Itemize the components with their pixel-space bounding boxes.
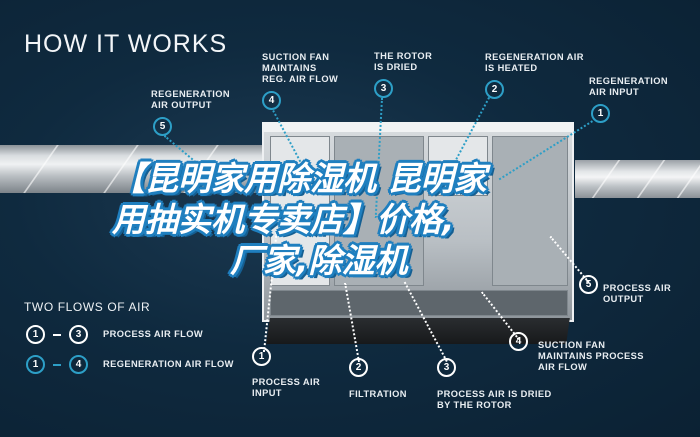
callout-label-suction-fan-reg: SUCTION FAN MAINTAINS REG. AIR FLOW: [262, 52, 339, 84]
callout-number-5-top: 5: [153, 117, 172, 136]
overlay-line-2: 用抽实机专卖店】价格,: [112, 200, 455, 239]
overlay-title: 【昆明家用除湿机 昆明家 用抽实机专卖店】价格, 厂家,除湿机: [112, 158, 672, 281]
lower-chamber: [270, 290, 568, 316]
callout-number-5-bottom: 5: [579, 275, 598, 294]
callout-number-4-top: 4: [262, 91, 281, 110]
callout-number-4-bottom: 4: [509, 332, 528, 351]
legend-to-number: 3: [69, 325, 88, 344]
legend-from-number: 1: [26, 325, 45, 344]
left-air-duct: [0, 145, 280, 193]
callout-number-2-top: 2: [485, 80, 504, 99]
dehumidifier-unit: [262, 122, 574, 322]
legend-row-regeneration-air-flow: 1 4 REGENERATION AIR FLOW: [26, 355, 234, 374]
legend-from-number: 1: [26, 355, 45, 374]
filter-section: [492, 136, 568, 286]
callout-label-process-air-input: PROCESS AIR INPUT: [252, 377, 321, 398]
callout-label-regeneration-air-heated: REGENERATION AIR IS HEATED: [485, 52, 584, 73]
legend-label: PROCESS AIR FLOW: [103, 329, 204, 339]
callout-label-process-air-dried: PROCESS AIR IS DRIED BY THE ROTOR: [437, 389, 552, 410]
overlay-line-1: 【昆明家用除湿机 昆明家: [112, 159, 487, 198]
callout-label-suction-fan-process: SUCTION FAN MAINTAINS PROCESS AIR FLOW: [538, 340, 644, 372]
callout-number-3-bottom: 3: [437, 358, 456, 377]
callout-label-filtration: FILTRATION: [349, 389, 407, 399]
callout-label-regeneration-air-input: REGENERATION AIR INPUT: [589, 76, 669, 97]
heater-section: [428, 136, 488, 196]
callout-label-process-air-output: PROCESS AIR OUTPUT: [603, 283, 672, 304]
rotor-section: [334, 136, 424, 286]
legend-title: TWO FLOWS OF AIR: [24, 300, 151, 314]
legend-label: REGENERATION AIR FLOW: [103, 359, 234, 369]
callout-number-2-bottom: 2: [349, 358, 368, 377]
right-air-duct: [575, 160, 700, 198]
callout-label-rotor-dried: THE ROTOR IS DRIED: [374, 51, 433, 72]
callout-label-regeneration-air-output: REGENERATION AIR OUTPUT: [151, 89, 231, 110]
legend-to-number: 4: [69, 355, 88, 374]
callout-number-1-bottom: 1: [252, 347, 271, 366]
legend-row-process-air-flow: 1 3 PROCESS AIR FLOW: [26, 325, 203, 344]
page-title: HOW IT WORKS: [24, 30, 228, 58]
fan-section: [270, 136, 330, 286]
overlay-line-3: 厂家,除湿机: [230, 241, 408, 280]
callout-number-3-top: 3: [374, 79, 393, 98]
legend-dash: [53, 333, 61, 336]
unit-top-cover: [262, 122, 574, 132]
callout-number-1-top: 1: [591, 104, 610, 123]
legend-dash: [53, 363, 61, 366]
